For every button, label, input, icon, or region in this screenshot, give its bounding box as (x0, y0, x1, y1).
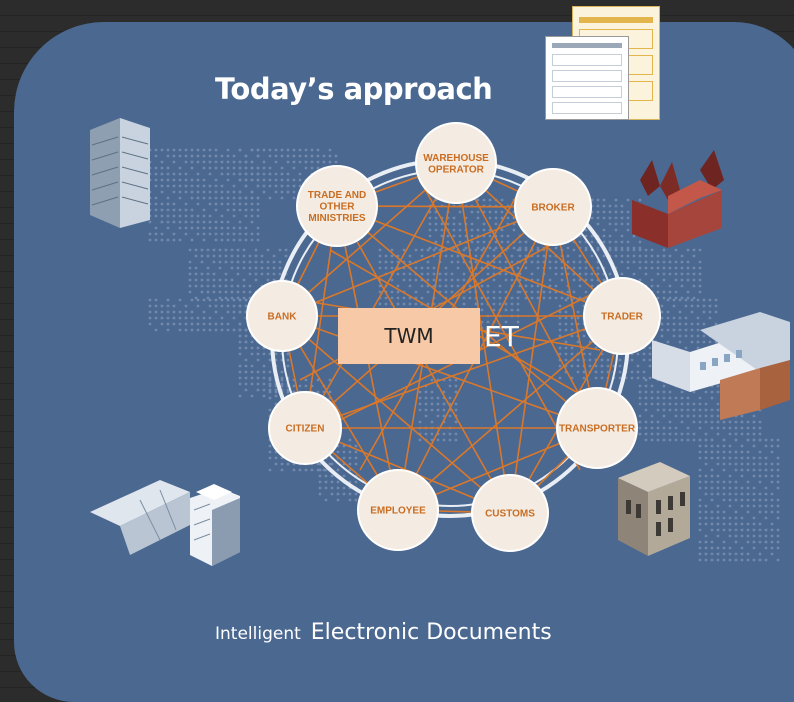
node-label: WAREHOUSE (423, 153, 489, 164)
connection-line (509, 206, 554, 514)
node-label: TRADER (601, 312, 643, 323)
node-trader: TRADER (583, 277, 661, 355)
node-label: OPERATOR (428, 164, 485, 175)
twm-label: TWM (384, 324, 434, 348)
footer-big-text: Electronic Documents (310, 620, 552, 645)
node-circle (296, 165, 378, 247)
footer-caption: Intelligent Electronic Documents (215, 620, 552, 645)
node-broker: BROKER (514, 168, 592, 246)
connection-line (419, 179, 581, 471)
office-tower-icon (90, 118, 150, 228)
connection-line (397, 315, 623, 511)
node-label: BANK (268, 312, 298, 323)
node-employee: EMPLOYEE (357, 469, 439, 551)
node-customs: CUSTOMS (471, 474, 549, 552)
center-overlap-text: ET (484, 320, 519, 353)
node-label: MINISTRIES (308, 213, 366, 224)
twm-center-box: TWM (338, 308, 480, 364)
factory-building-icon (90, 480, 240, 566)
node-label: CUSTOMS (485, 509, 535, 520)
node-circle (471, 474, 549, 552)
modern-office-icon (652, 312, 790, 420)
node-circle (583, 277, 661, 355)
connection-line (281, 206, 554, 317)
node-transporter: TRANSPORTER (556, 387, 638, 469)
node-label: EMPLOYEE (370, 506, 426, 517)
connection-line (304, 315, 623, 429)
node-citizen: CITIZEN (268, 391, 342, 465)
node-label: TRADE AND (308, 190, 367, 201)
node-circle (268, 391, 342, 465)
node-circle (415, 122, 497, 204)
slide-title: Today’s approach (215, 72, 493, 106)
node-label: CITIZEN (286, 424, 325, 435)
node-label: BROKER (531, 203, 575, 214)
node-label: OTHER (320, 202, 356, 213)
stone-building-icon (618, 462, 690, 556)
connection-line (281, 315, 598, 429)
connection-line (281, 315, 511, 514)
node-circle (357, 469, 439, 551)
church-building-icon (632, 150, 724, 248)
node-bank: BANK (246, 280, 318, 352)
node-circle (246, 280, 318, 352)
node-label: TRANSPORTER (559, 424, 636, 435)
footer-small-text: Intelligent (215, 624, 301, 644)
node-circle (514, 168, 592, 246)
node-circle (556, 387, 638, 469)
